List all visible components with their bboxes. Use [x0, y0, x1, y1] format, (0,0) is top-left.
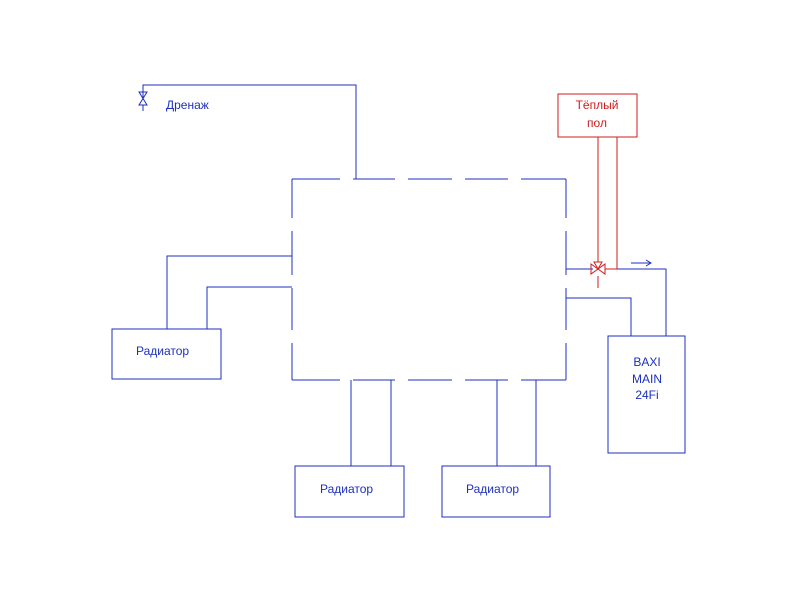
- boiler-supply-pipe: [617, 268, 667, 336]
- radiator-bottom-right-box: [441, 465, 551, 518]
- boiler-label-line1: BAXI: [633, 355, 660, 369]
- mixing-valve-top: [593, 261, 603, 271]
- warm-floor-label-line2: пол: [587, 116, 607, 130]
- radiator-left-label: Радиатор: [136, 344, 189, 358]
- drain-label: Дренаж: [166, 98, 209, 112]
- red-piping: [557, 93, 638, 288]
- boiler-label-line3: 24Fi: [635, 388, 658, 402]
- flow-arrow-head: [645, 259, 652, 267]
- radiator-bottom-left-label: Радиатор: [320, 482, 373, 496]
- drain-valve-icon: [138, 91, 148, 106]
- warm-floor-label-line1: Тёплый: [576, 98, 619, 112]
- radiator-left-pipe-inner: [206, 286, 292, 329]
- radiator-bottom-left-box: [294, 465, 405, 518]
- radiator-left-box: [111, 328, 222, 380]
- blue-piping: [111, 84, 686, 518]
- boiler-return-pipe: [566, 297, 632, 336]
- mixing-valve-icon: [590, 263, 606, 275]
- radiator-bottom-right-label: Радиатор: [466, 482, 519, 496]
- boiler-box: [607, 335, 686, 454]
- drain-pipe: [142, 84, 357, 157]
- radiator-left-pipe-outer: [166, 255, 292, 329]
- boiler-label-line2: MAIN: [632, 372, 662, 386]
- labels: Дренаж Радиатор Радиатор Радиатор Тёплый…: [136, 98, 662, 496]
